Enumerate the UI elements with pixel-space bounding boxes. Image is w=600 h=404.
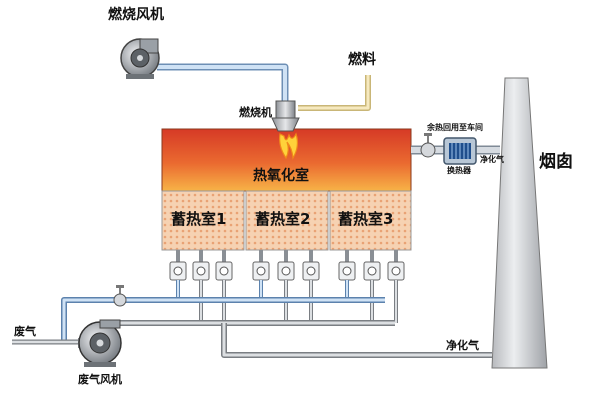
bed-valve-icon [277, 250, 295, 323]
regen-2-label: 蓄热室2 [255, 210, 311, 228]
bed-valve-icon [387, 250, 405, 323]
regen-bed-1 [161, 190, 245, 251]
chimney [491, 77, 548, 369]
flame-icon [279, 132, 299, 160]
bed-valve-icon [215, 250, 233, 323]
heat-exchanger-icon [443, 137, 477, 165]
waste-gas-fan-icon [78, 319, 122, 367]
regen-bed-2 [245, 190, 329, 251]
bed-valve-icon [302, 250, 320, 323]
burner-label: 燃烧机 [239, 106, 272, 119]
clean-gas-small-label: 净化气 [480, 155, 504, 164]
bed-valve-icon [192, 250, 210, 323]
oxidation-chamber-label: 热氧化室 [253, 168, 309, 184]
bed-valve-icon [338, 250, 356, 300]
regen-1-label: 蓄热室1 [171, 210, 227, 228]
combustion-fan-icon [120, 38, 160, 79]
heat-recovery-label: 余热回用至车间 [427, 123, 483, 132]
bed-valve-icon [363, 250, 381, 323]
combustion-air-pipe [157, 63, 289, 103]
inlet-valve-icon [113, 285, 127, 307]
heat-exchanger-label: 换热器 [447, 166, 471, 175]
regen-bed-3 [329, 190, 412, 251]
fuel-label: 燃料 [348, 52, 376, 68]
waste-gas-label: 废气 [14, 325, 36, 338]
bed-valve-icon [252, 250, 270, 300]
combustion-fan-label: 燃烧风机 [108, 7, 164, 23]
clean-gas-label: 净化气 [446, 339, 479, 352]
bed-valve-icon [169, 250, 187, 300]
burner-nozzle-icon [271, 100, 300, 132]
bed-valves [169, 250, 405, 323]
chimney-label: 烟囱 [539, 152, 573, 172]
fuel-pipe [298, 75, 371, 111]
waste-gas-fan-label: 废气风机 [78, 373, 122, 386]
valve-icon [420, 133, 436, 158]
regen-3-label: 蓄热室3 [338, 210, 394, 228]
